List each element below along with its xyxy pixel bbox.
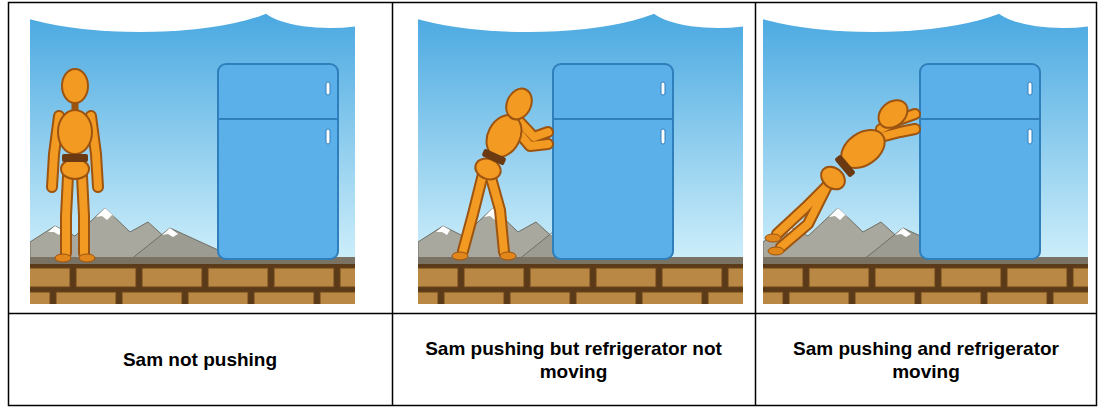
belt [481, 148, 506, 165]
panel-caption: Sam not pushing [28, 314, 372, 405]
limb [777, 114, 915, 247]
mannequin-sam [52, 69, 98, 262]
foot [79, 254, 95, 262]
scene-background [30, 4, 355, 304]
foot [55, 254, 71, 262]
belt [62, 154, 88, 162]
foot [768, 247, 784, 255]
mannequin-sam [452, 84, 548, 260]
panel-pushing-moving [763, 4, 1088, 304]
limb-outline [777, 114, 915, 247]
head [873, 95, 913, 134]
foot [500, 252, 516, 260]
torso [58, 110, 92, 154]
panel-not-pushing [30, 4, 355, 304]
panel-caption: Sam pushing but refrigerator not moving [412, 314, 735, 405]
column-divider [392, 3, 394, 406]
column-divider [755, 3, 757, 406]
foot [452, 252, 468, 260]
head [501, 84, 536, 123]
foot [765, 234, 781, 242]
panel-caption: Sam pushing and refrigerator moving [775, 314, 1077, 405]
table-grid [9, 3, 1097, 406]
refrigerator [920, 64, 1040, 259]
head [62, 69, 88, 103]
panel-pushing-static [418, 4, 743, 304]
scene-background [418, 4, 743, 304]
refrigerator [553, 64, 673, 259]
scene-background [763, 4, 1088, 304]
row-divider [9, 313, 1097, 315]
mannequin-sam [765, 95, 915, 255]
table-border [9, 3, 1097, 406]
belt [834, 154, 856, 178]
refrigerator [218, 64, 338, 259]
